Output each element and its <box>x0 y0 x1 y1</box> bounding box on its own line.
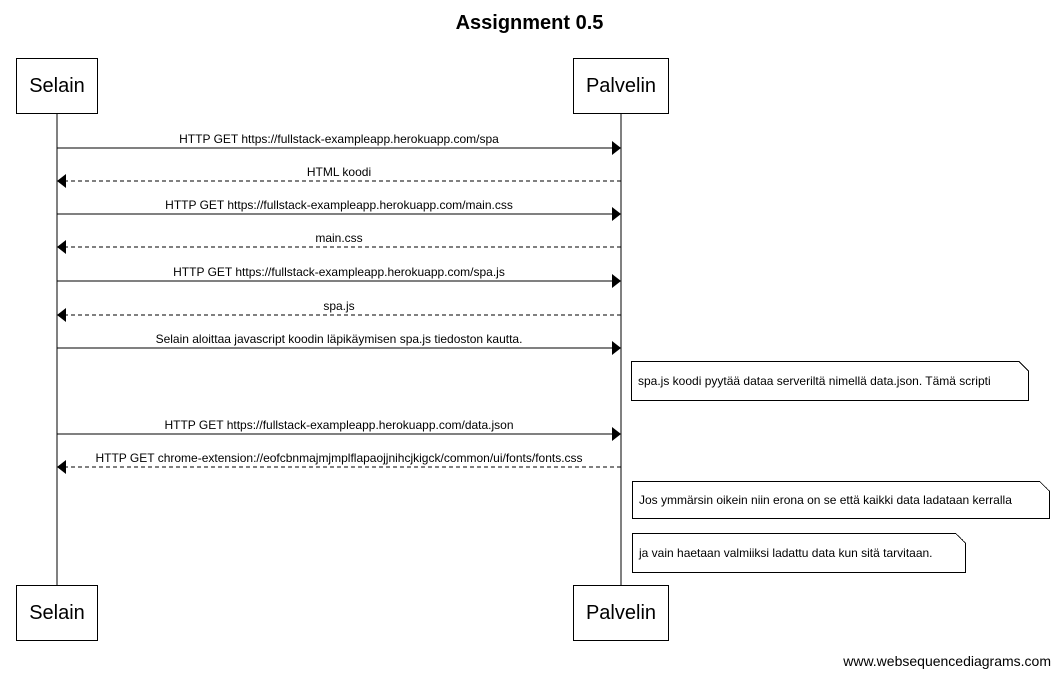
arrowhead-9 <box>57 460 66 474</box>
participant-selain-bottom: Selain <box>16 585 98 641</box>
arrowhead-2 <box>57 174 66 188</box>
note-3: ja vain haetaan valmiiksi ladattu data k… <box>632 533 966 573</box>
watermark: www.websequencediagrams.com <box>843 653 1051 669</box>
note-2: Jos ymmärsin oikein niin erona on se ett… <box>632 481 1050 519</box>
message-label-9: HTTP GET chrome-extension://eofcbnmajmjm… <box>95 451 583 465</box>
message-label-5: HTTP GET https://fullstack-exampleapp.he… <box>173 265 505 279</box>
message-label-3: HTTP GET https://fullstack-exampleapp.he… <box>165 198 513 212</box>
participant-palvelin-top: Palvelin <box>573 58 669 114</box>
participant-palvelin-bottom: Palvelin <box>573 585 669 641</box>
diagram-title: Assignment 0.5 <box>455 12 604 34</box>
arrowhead-5 <box>612 274 621 288</box>
message-label-6: spa.js <box>323 299 355 313</box>
arrowhead-8 <box>612 427 621 441</box>
message-label-2: HTML koodi <box>306 165 372 179</box>
message-label-4: main.css <box>315 231 363 245</box>
arrowhead-4 <box>57 240 66 254</box>
note-1: spa.js koodi pyytää dataa serveriltä nim… <box>631 361 1029 401</box>
message-label-8: HTTP GET https://fullstack-exampleapp.he… <box>164 418 514 432</box>
arrowhead-3 <box>612 207 621 221</box>
arrowhead-6 <box>57 308 66 322</box>
participant-selain-top: Selain <box>16 58 98 114</box>
arrowhead-7 <box>612 341 621 355</box>
arrowhead-1 <box>612 141 621 155</box>
message-label-1: HTTP GET https://fullstack-exampleapp.he… <box>179 132 499 146</box>
message-label-7: Selain aloittaa javascript koodin läpikä… <box>155 332 523 346</box>
